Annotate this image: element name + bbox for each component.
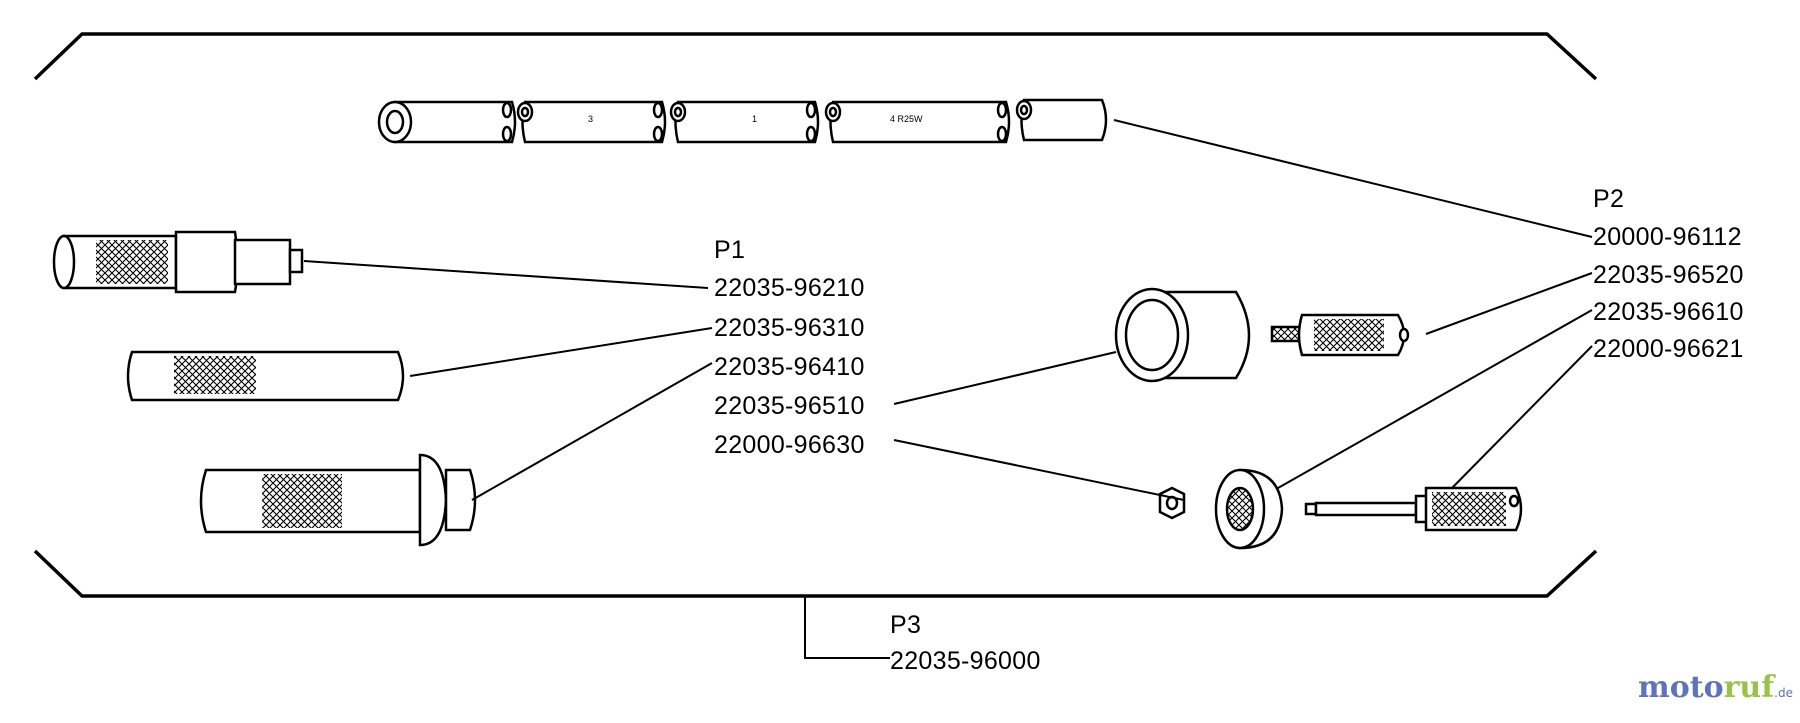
part-number-p2-3: 22035-96610 xyxy=(1593,298,1744,326)
tool-pin-knurled xyxy=(126,350,405,402)
tube-set xyxy=(377,98,1108,144)
tool-driver-knurled xyxy=(52,230,304,294)
watermark-logo: motoruf.de xyxy=(1638,670,1793,705)
part-number-p3-1: 22035-96000 xyxy=(890,647,1041,675)
tube-marking-2: 1 xyxy=(752,114,757,124)
part-number-p2-4: 22000-96621 xyxy=(1593,335,1744,363)
frame-border xyxy=(33,32,1598,598)
group-p2-title: P2 xyxy=(1593,185,1625,213)
tube-marking-3: 4 R25W xyxy=(890,114,923,124)
part-number-p2-1: 20000-96112 xyxy=(1593,223,1742,251)
tool-driver-flanged xyxy=(199,453,477,547)
part-threaded-collar xyxy=(1214,468,1284,550)
tube-marking-1: 3 xyxy=(588,114,593,124)
watermark-part1: moto xyxy=(1638,670,1724,705)
part-number-p2-2: 22035-96520 xyxy=(1593,261,1744,289)
leader-lines xyxy=(303,119,1593,659)
group-p1-title: P1 xyxy=(714,236,746,264)
part-threaded-spindle xyxy=(1304,486,1523,532)
tube-markings: 3 1 4 R25W xyxy=(588,114,923,124)
part-number-p1-2: 22035-96310 xyxy=(714,314,865,342)
watermark-part2: ruf xyxy=(1723,670,1775,705)
part-number-p1-5: 22000-96630 xyxy=(714,431,865,459)
part-number-p1-3: 22035-96410 xyxy=(714,353,865,381)
part-threaded-stud xyxy=(1270,313,1410,357)
part-number-p1-1: 22035-96210 xyxy=(714,274,865,302)
part-sleeve xyxy=(1114,287,1251,383)
group-p3-title: P3 xyxy=(890,611,922,639)
part-small-nut xyxy=(1158,486,1186,520)
watermark-part3: .de xyxy=(1774,686,1793,700)
part-number-p1-4: 22035-96510 xyxy=(714,392,865,420)
